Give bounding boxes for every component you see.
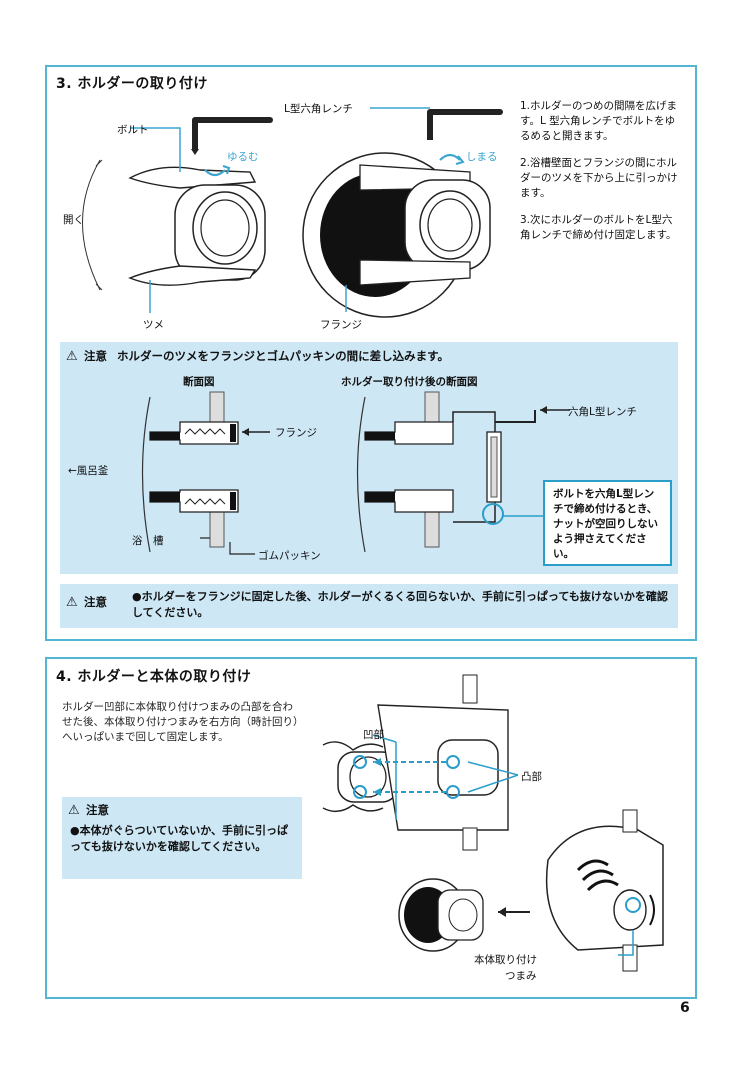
step-3: 3.次にホルダーのボルトをL型六角レンチで締め付け固定します。 — [520, 214, 677, 241]
label-knob-line1: 本体取り付け — [474, 954, 537, 966]
after-install-title: ホルダー取り付け後の断面図 — [341, 376, 478, 388]
label-loosen: ゆるむ — [227, 151, 259, 163]
caution-3-head: ⚠ 注意 — [68, 802, 109, 818]
label-rubber: ゴムパッキン — [258, 550, 321, 562]
caution-1-text: ホルダーのツメをフランジとゴムパッキンの間に差し込みます。 — [117, 349, 450, 363]
label-open: 開く — [63, 214, 84, 226]
section-4-frame — [45, 657, 697, 999]
label-tighten: しまる — [466, 151, 498, 163]
caution-panel-3 — [62, 797, 302, 879]
label-protrusion: 凸部 — [521, 771, 542, 783]
caution-2-label: 注意 — [84, 595, 108, 609]
section-4-title: 4. ホルダーと本体の取り付け — [56, 669, 252, 685]
after-install-diagram — [356, 391, 570, 553]
label-hex-wrench: 六角L型レンチ — [568, 406, 637, 418]
page-number: 6 — [680, 1000, 690, 1016]
label-bolt: ボルト — [117, 124, 149, 136]
label-recess: 凹部 — [363, 729, 384, 741]
warning-icon: ⚠ — [68, 803, 80, 818]
label-flange-section: フランジ — [275, 427, 317, 439]
caution-3-text: ●本体がぐらついていないか、手前に引っぱっても抜けないかを確認してください。 — [70, 824, 289, 853]
holder-open-illustration — [82, 117, 273, 313]
section-4-text: ホルダー凹部に本体取り付けつまみの凸部を合わせた後、本体取り付けつまみを右方向（… — [62, 701, 299, 743]
label-knob-line2: つまみ — [505, 970, 537, 982]
section-3-title: 3. ホルダーの取り付け — [56, 76, 208, 92]
caution-2-text: ●ホルダーをフランジに固定した後、ホルダーがくるくる回らないか、手前に引っぱって… — [132, 590, 668, 619]
cross-section-diagram — [141, 391, 270, 555]
cross-section-title: 断面図 — [183, 376, 215, 388]
holder-flange-illustration — [302, 107, 503, 318]
warning-icon: ⚠ — [66, 349, 78, 364]
label-wrench: L型六角レンチ — [284, 103, 353, 115]
section-3-frame — [45, 65, 697, 641]
caution-3-label: 注意 — [86, 803, 110, 817]
wrench-note-box: ボルトを六角L型レンチで締め付けるとき、ナットが空回りしないよう押さえてください… — [543, 480, 672, 566]
label-bath-side: ←風呂釜 — [68, 465, 109, 477]
step-1: 1.ホルダーのつめの間隔を広げます。L 型六角レンチでボルトをゆるめると開きます… — [520, 100, 678, 142]
label-tub: 浴 槽 — [132, 535, 164, 547]
caution-panel-2 — [60, 584, 678, 628]
label-claw: ツメ — [143, 319, 164, 331]
step-2: 2.浴槽壁面とフランジの間にホルダーのツメを下から上に引っかけます。 — [520, 157, 678, 199]
holder-body-illustration — [322, 674, 664, 972]
caution-1-head: ⚠ 注意 ホルダーのツメをフランジとゴムパッキンの間に差し込みます。 — [66, 348, 449, 364]
section-3-steps: 1.ホルダーのつめの間隔を広げます。L 型六角レンチでボルトをゆるめると開きます… — [520, 99, 680, 255]
caution-1-label: 注意 — [84, 349, 108, 363]
caution-2-head: ⚠ 注意 — [66, 594, 107, 610]
warning-icon: ⚠ — [66, 595, 78, 610]
label-flange: フランジ — [320, 319, 362, 331]
